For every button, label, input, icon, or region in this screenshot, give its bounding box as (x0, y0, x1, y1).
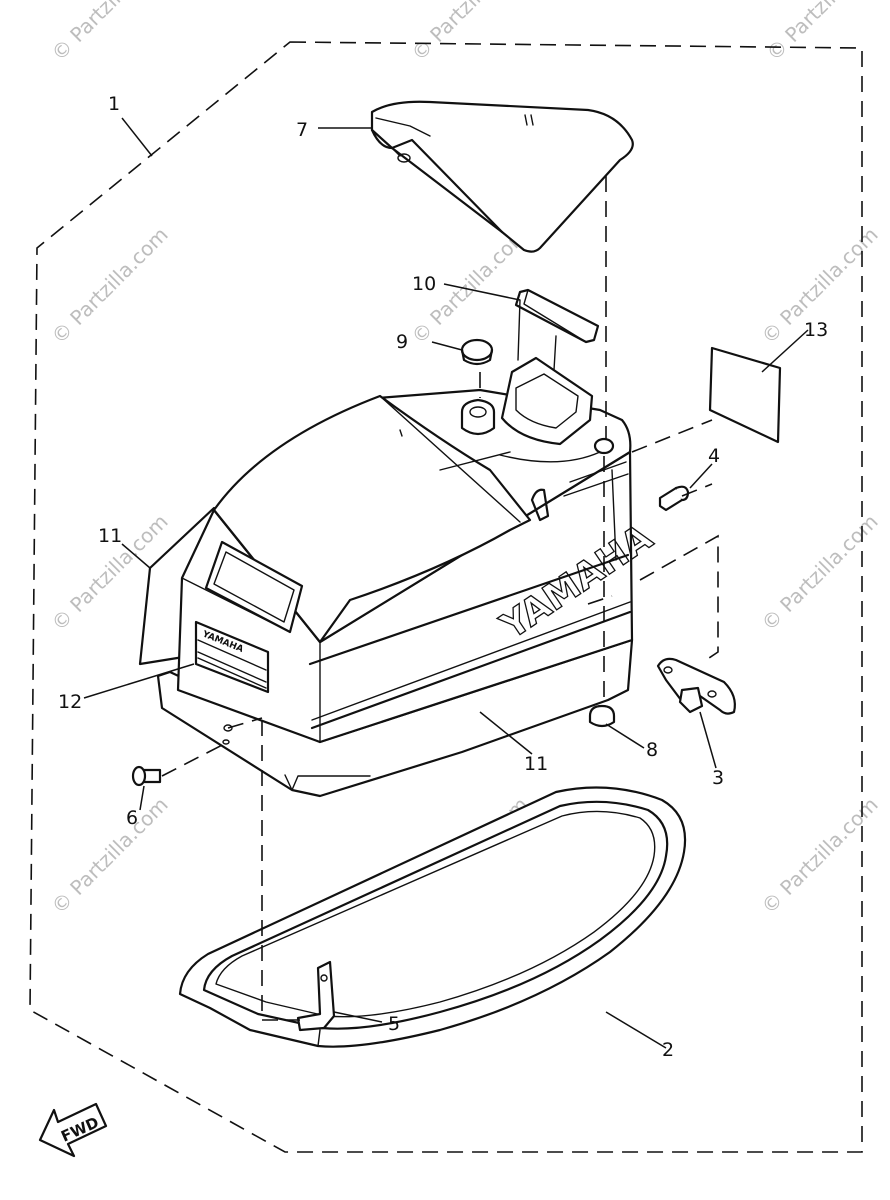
callout-13: 13 (804, 319, 828, 341)
watermark: © Partzilla.com (757, 509, 883, 635)
watermark: © Partzilla.com (47, 792, 173, 918)
callout-3: 3 (712, 767, 724, 789)
watermark: © Partzilla.com (407, 0, 533, 66)
callout-1: 1 (108, 93, 120, 115)
watermark: © Partzilla.com (47, 222, 173, 348)
callouts: 1 2 3 4 5 6 7 8 9 10 11 11 12 13 (58, 93, 828, 1061)
callout-9: 9 (396, 331, 408, 353)
fwd-arrow: FWD (38, 1102, 108, 1158)
callout-7: 7 (296, 119, 308, 141)
callout-2: 2 (662, 1039, 674, 1061)
callout-11-left: 11 (98, 525, 122, 547)
watermark: © Partzilla.com (757, 792, 883, 918)
assembly-boundary (29, 41, 863, 1153)
leader-lines (83, 117, 809, 1049)
part-bottom-tray (178, 786, 687, 1048)
part-bolt-6 (131, 765, 162, 787)
callout-5: 5 (388, 1013, 400, 1035)
part-tray-bracket (296, 960, 336, 1032)
part-label-13 (708, 346, 782, 444)
assembly-lines (161, 176, 719, 1021)
watermark: © Partzilla.com (762, 0, 888, 66)
callout-6: 6 (126, 807, 138, 829)
watermark: © Partzilla.com (47, 0, 173, 66)
part-upper-cowling: YAMAHA YAMAHA (156, 299, 661, 798)
callout-8: 8 (646, 739, 658, 761)
callout-4: 4 (708, 445, 720, 467)
callout-12: 12 (58, 691, 82, 713)
part-clamp-bracket (656, 657, 736, 715)
part-cap (460, 338, 494, 366)
part-nut-8 (588, 704, 616, 728)
callout-10: 10 (412, 273, 436, 295)
part-bolt-4 (658, 485, 690, 512)
part-grommet-strip (514, 288, 600, 344)
part-top-cover (370, 100, 634, 253)
callout-11-bottom: 11 (524, 753, 548, 775)
